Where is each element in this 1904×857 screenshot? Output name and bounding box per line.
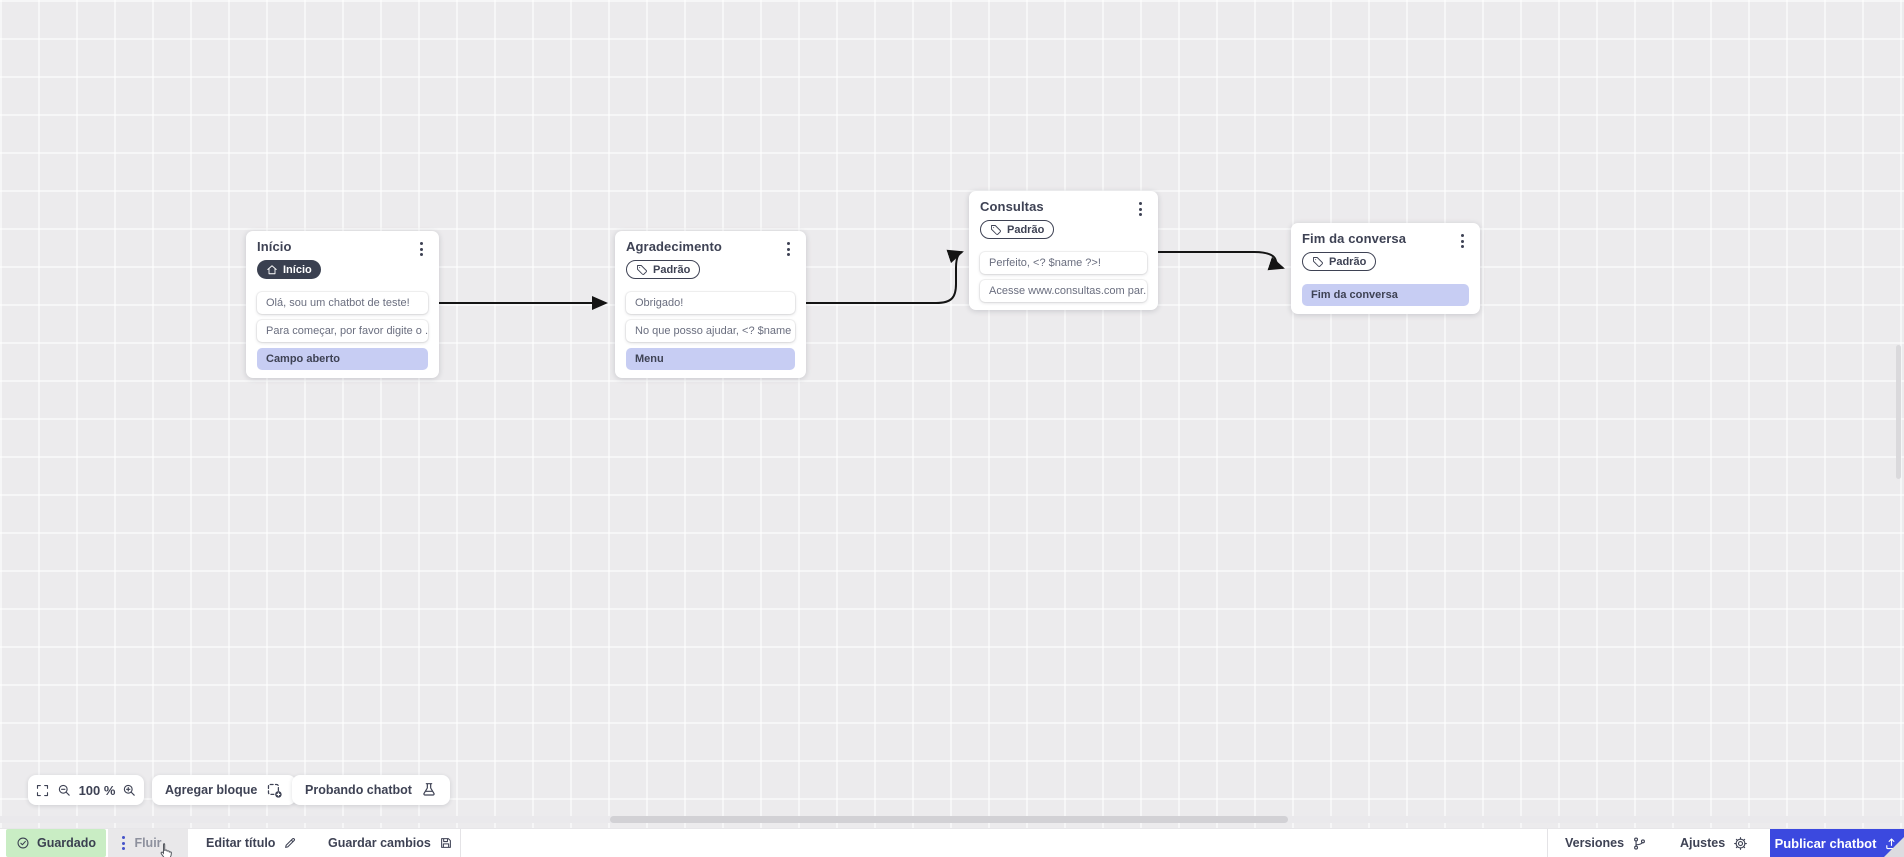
settings-button[interactable]: Ajustes <box>1680 829 1748 857</box>
save-changes-button[interactable]: Guardar cambios <box>328 829 453 857</box>
zoom-level: 100 % <box>78 782 116 798</box>
add-block-button[interactable]: Agregar bloque <box>152 775 297 805</box>
flow-node-consultas[interactable]: Consultas Padrão Perfeito, <? $name ?>! … <box>969 191 1158 310</box>
node-rows: Perfeito, <? $name ?>! Acesse www.consul… <box>980 251 1147 302</box>
message-row[interactable]: Olá, sou um chatbot de teste! <box>257 291 428 314</box>
zoom-toolbar: 100 % <box>28 775 144 805</box>
saved-status-label: Guardado <box>36 836 97 850</box>
node-title: Fim da conversa <box>1302 231 1407 246</box>
add-block-label: Agregar bloque <box>165 783 258 797</box>
node-badge: Padrão <box>626 260 701 279</box>
badge-label: Início <box>283 263 312 276</box>
message-row[interactable]: Obrigado! <box>626 291 795 314</box>
node-header: Agradecimento <box>626 239 795 256</box>
tag-icon <box>990 224 1002 236</box>
check-circle-icon <box>16 836 30 850</box>
horizontal-scrollbar-thumb[interactable] <box>610 816 1288 823</box>
versions-label: Versiones <box>1565 836 1625 850</box>
divider <box>460 829 461 857</box>
gear-icon <box>1733 836 1748 851</box>
vertical-scrollbar-thumb[interactable] <box>1896 345 1901 479</box>
message-row[interactable]: Perfeito, <? $name ?>! <box>980 251 1147 274</box>
badge-label: Padrão <box>1007 223 1045 236</box>
saved-status-badge: Guardado <box>6 829 106 857</box>
action-row[interactable]: Campo aberto <box>257 347 428 370</box>
tag-icon <box>636 264 648 276</box>
tab-flow[interactable]: Fluir <box>108 829 188 857</box>
node-header: Início <box>257 239 428 256</box>
flask-icon <box>421 782 437 798</box>
badge-label: Padrão <box>1329 255 1367 268</box>
branch-icon <box>1632 836 1647 851</box>
publish-chatbot-label: Publicar chatbot <box>1774 835 1877 851</box>
node-rows: Fim da conversa <box>1302 283 1469 306</box>
badge-label: Padrão <box>653 263 691 276</box>
horizontal-scrollbar-track[interactable] <box>0 816 1904 823</box>
bottom-bar: Guardado Fluir Editar título Guardar cam… <box>0 828 1904 857</box>
node-rows: Obrigado! No que posso ajudar, <? $name … <box>626 291 795 370</box>
home-icon <box>266 264 278 276</box>
flow-node-inicio[interactable]: Início Início Olá, sou um chatbot de tes… <box>246 231 439 378</box>
action-row[interactable]: Menu <box>626 347 795 370</box>
save-icon <box>439 836 453 850</box>
flow-node-fim-da-conversa[interactable]: Fim da conversa Padrão Fim da conversa <box>1291 223 1480 314</box>
message-row[interactable]: Para começar, por favor digite o ... <box>257 319 428 342</box>
test-chatbot-label: Probando chatbot <box>305 783 412 797</box>
node-title: Início <box>257 239 292 254</box>
edit-title-label: Editar título <box>206 836 276 850</box>
node-menu-icon[interactable] <box>1134 199 1147 219</box>
node-rows: Olá, sou um chatbot de teste! Para começ… <box>257 291 428 370</box>
node-header: Fim da conversa <box>1302 231 1469 248</box>
edge-agradecimento-consultas[interactable] <box>806 249 964 304</box>
node-badge: Padrão <box>980 220 1055 239</box>
test-chatbot-button[interactable]: Probando chatbot <box>292 775 450 805</box>
zoom-out-icon[interactable] <box>57 783 72 798</box>
node-menu-icon[interactable] <box>415 239 428 259</box>
flow-tab-menu-icon[interactable] <box>116 833 131 853</box>
fullscreen-icon[interactable] <box>35 783 50 798</box>
node-badge: Início <box>257 260 321 279</box>
mouse-cursor-hand <box>158 842 174 857</box>
versions-button[interactable]: Versiones <box>1565 829 1647 857</box>
node-menu-icon[interactable] <box>1456 231 1469 251</box>
action-row[interactable]: Fim da conversa <box>1302 283 1469 306</box>
node-title: Consultas <box>980 199 1044 214</box>
node-title: Agradecimento <box>626 239 722 254</box>
edit-title-button[interactable]: Editar título <box>206 829 297 857</box>
message-row[interactable]: Acesse www.consultas.com par... <box>980 279 1147 302</box>
flow-node-agradecimento[interactable]: Agradecimento Padrão Obrigado! No que po… <box>615 231 806 378</box>
edge-consultas-fim[interactable] <box>1158 251 1285 271</box>
zoom-in-icon[interactable] <box>122 783 137 798</box>
add-block-icon <box>266 782 283 799</box>
node-header: Consultas <box>980 199 1147 216</box>
node-menu-icon[interactable] <box>782 239 795 259</box>
settings-label: Ajustes <box>1680 836 1726 850</box>
tag-icon <box>1312 256 1324 268</box>
message-row[interactable]: No que posso ajudar, <? $name ... <box>626 319 795 342</box>
save-changes-label: Guardar cambios <box>328 836 431 850</box>
flow-tab-label: Fluir <box>134 836 162 850</box>
publish-chatbot-button[interactable]: Publicar chatbot <box>1770 829 1904 857</box>
divider <box>1547 829 1548 857</box>
node-badge: Padrão <box>1302 252 1377 271</box>
window-corner <box>1884 837 1904 857</box>
pencil-icon <box>283 836 297 850</box>
